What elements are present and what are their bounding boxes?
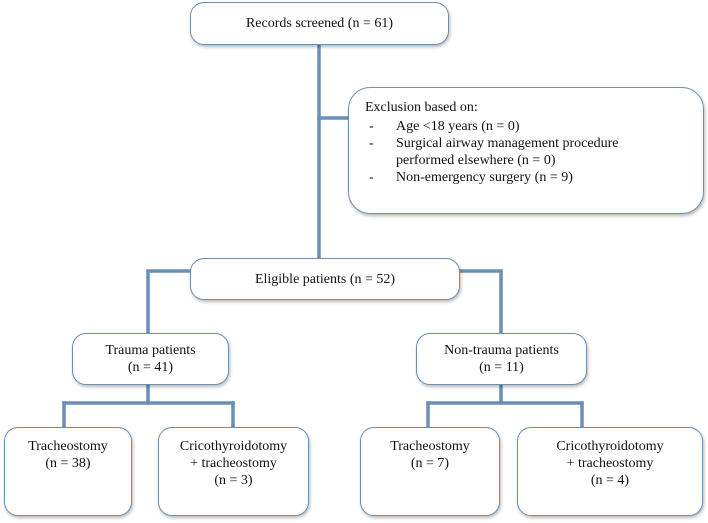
- trauma-cricothyroidotomy-box: Cricothyroidotomy + tracheostomy (n = 3): [158, 427, 309, 516]
- trauma-cricothyroidotomy-count: (n = 3): [214, 473, 253, 488]
- eligible-patients-label: Eligible patients (n = 52): [254, 271, 396, 287]
- records-screened-label: Records screened (n = 61): [245, 16, 394, 31]
- exclusion-item-text: Non-emergency surgery (n = 9): [396, 170, 573, 185]
- trauma-patients-count: (n = 41): [127, 360, 174, 375]
- trauma-cricothyroidotomy-label2: + tracheostomy: [190, 456, 277, 471]
- nontrauma-patients-label: Non-trauma patients: [444, 343, 559, 358]
- nontrauma-cricothyroidotomy-label2: + tracheostomy: [566, 456, 654, 471]
- exclusion-item-text: Age <18 years (n = 0): [396, 119, 520, 134]
- trauma-tracheostomy-label: Tracheostomy: [28, 439, 108, 454]
- nontrauma-tracheostomy-label: Tracheostomy: [390, 439, 470, 454]
- exclusion-item: - Surgical airway management procedure p…: [365, 135, 618, 169]
- nontrauma-tracheostomy-count: (n = 7): [410, 456, 450, 471]
- nontrauma-cricothyroidotomy-count: (n = 4): [590, 473, 630, 488]
- exclusion-item: - Non-emergency surgery (n = 9): [365, 169, 618, 186]
- exclusion-bullet: -: [369, 136, 374, 151]
- exclusion-item-text: performed elsewhere (n = 0): [396, 153, 556, 168]
- records-screened-box: Records screened (n = 61): [190, 2, 449, 45]
- exclusion-bullet: -: [369, 170, 374, 185]
- connector-eligible-nontrauma: [455, 269, 503, 335]
- exclusion-box: Exclusion based on: - Age <18 years (n =…: [348, 87, 704, 214]
- exclusion-item-text: Surgical airway management procedure: [396, 136, 619, 151]
- nontrauma-tracheostomy-box: Tracheostomy (n = 7): [360, 427, 500, 516]
- exclusion-heading: Exclusion based on:: [365, 100, 478, 115]
- nontrauma-patients-count: (n = 11): [479, 360, 524, 375]
- trauma-patients-box: Trauma patients (n = 41): [72, 333, 229, 385]
- eligible-patients-box: Eligible patients (n = 52): [190, 258, 460, 300]
- nontrauma-cricothyroidotomy-label: Cricothyroidotomy: [556, 439, 664, 454]
- trauma-cricothyroidotomy-label: Cricothyroidotomy: [179, 439, 288, 454]
- nontrauma-patients-box: Non-trauma patients (n = 11): [416, 333, 587, 385]
- exclusion-item: - Age <18 years (n = 0): [365, 118, 618, 135]
- exclusion-list: - Age <18 years (n = 0) - Surgical airwa…: [365, 118, 618, 186]
- exclusion-bullet: -: [369, 119, 374, 134]
- trauma-tracheostomy-count: (n = 38): [45, 456, 91, 471]
- trauma-patients-label: Trauma patients: [105, 343, 196, 358]
- nontrauma-cricothyroidotomy-box: Cricothyroidotomy + tracheostomy (n = 4): [517, 427, 703, 516]
- trauma-tracheostomy-box: Tracheostomy (n = 38): [4, 427, 132, 516]
- connector-eligible-trauma: [146, 269, 198, 335]
